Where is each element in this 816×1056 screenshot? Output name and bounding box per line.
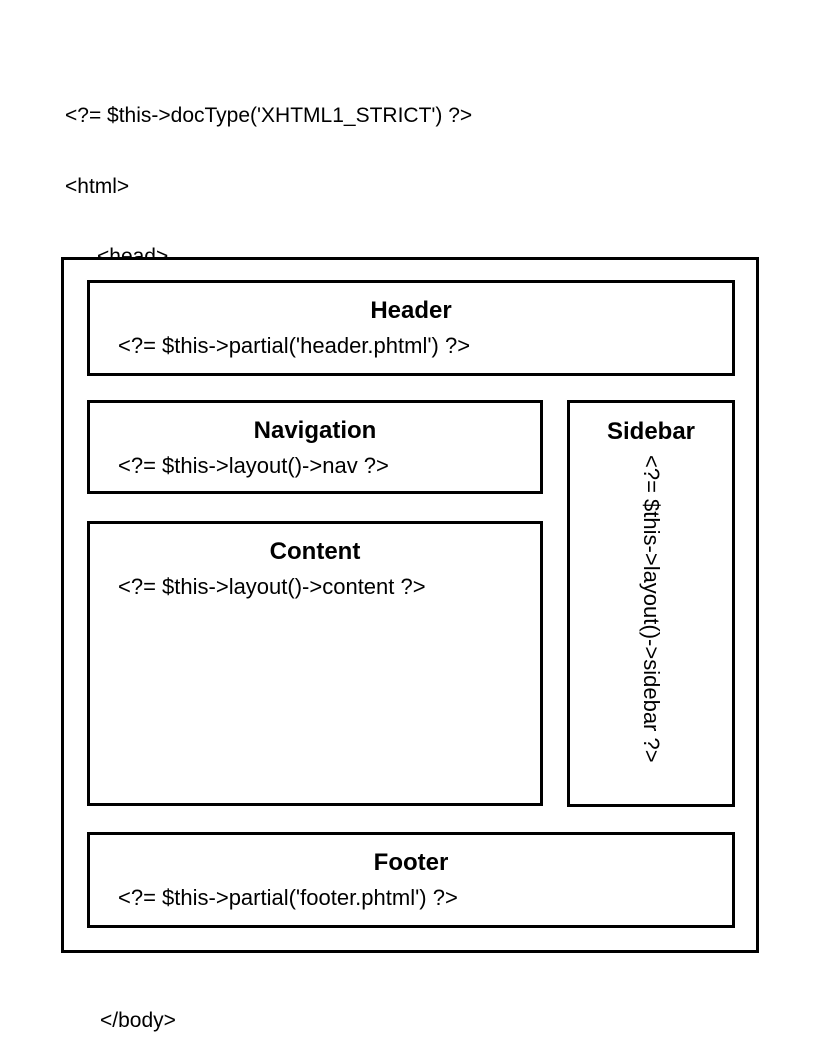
footer-section-title: Footer xyxy=(373,849,449,876)
content-section-title: Content xyxy=(269,538,361,565)
code-line-html-open: <html> xyxy=(65,174,130,198)
content-section-code: <?= $this->layout()->content ?> xyxy=(118,574,426,599)
header-section-code: <?= $this->partial('header.phtml') ?> xyxy=(118,333,471,358)
navigation-section-code: <?= $this->layout()->nav ?> xyxy=(118,453,389,478)
code-line-body-close: </body> xyxy=(100,1009,176,1032)
sidebar-section-code: <?= $this->layout()->sidebar ?> xyxy=(639,455,664,763)
navigation-section-title: Navigation xyxy=(253,417,377,444)
header-section-box: Header <?= $this->partial('header.phtml'… xyxy=(87,280,735,376)
header-section-title: Header xyxy=(370,297,452,324)
sidebar-section-box: Sidebar <?= $this->layout()->sidebar ?> xyxy=(567,400,735,807)
layout-script-code-bottom: </body> </html> xyxy=(68,962,176,1056)
body-layout-box: Header <?= $this->partial('header.phtml'… xyxy=(61,257,759,953)
sidebar-section-title: Sidebar xyxy=(606,418,696,445)
footer-section-code: <?= $this->partial('footer.phtml') ?> xyxy=(118,885,458,910)
navigation-section-box: Navigation <?= $this->layout()->nav ?> xyxy=(87,400,543,494)
code-line-doctype: <?= $this->docType('XHTML1_STRICT') ?> xyxy=(65,104,473,127)
content-section-box: Content <?= $this->layout()->content ?> xyxy=(87,521,543,806)
footer-section-box: Footer <?= $this->partial('footer.phtml'… xyxy=(87,832,735,928)
